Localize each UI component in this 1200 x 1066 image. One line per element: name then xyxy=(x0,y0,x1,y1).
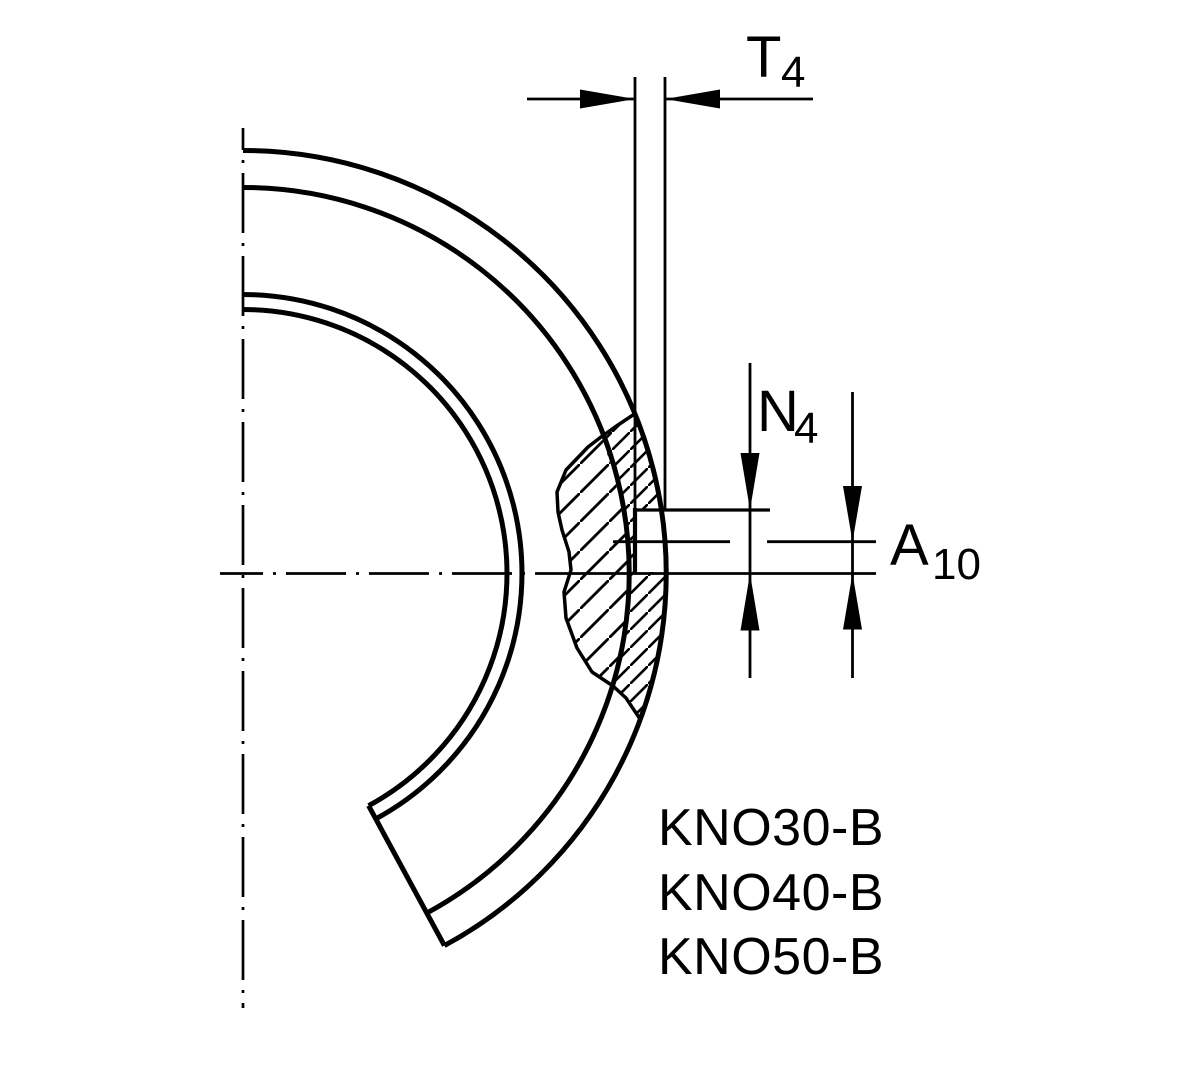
t4-arrow-right xyxy=(580,89,635,109)
bore-inner-arc xyxy=(242,307,510,808)
dimension-a10: A 10 xyxy=(843,392,981,678)
a10-arrow-down xyxy=(843,486,862,542)
groove-edges xyxy=(613,508,876,574)
product-code-3: KNO50-B xyxy=(658,928,884,986)
ball-section-hatch xyxy=(557,437,629,686)
break-line xyxy=(555,411,642,720)
outer-inner-arc xyxy=(242,185,632,916)
n4-subscript: 4 xyxy=(794,404,818,453)
centerlines xyxy=(220,128,876,1008)
t4-subscript: 4 xyxy=(781,48,805,97)
t4-label: T xyxy=(746,25,781,90)
a10-subscript: 10 xyxy=(932,540,981,589)
a10-label: A xyxy=(890,513,929,578)
n4-arrow-down xyxy=(740,453,760,510)
product-code-2: KNO40-B xyxy=(658,864,884,922)
outer-sphere-arc xyxy=(242,148,669,948)
dimension-n4: N 4 xyxy=(740,363,818,678)
product-code-1: KNO30-B xyxy=(658,799,884,857)
bore-outer-arc xyxy=(242,292,525,822)
radial-cut-edge xyxy=(366,804,447,947)
section-hatching xyxy=(557,413,668,719)
product-code-list: KNO30-B KNO40-B KNO50-B xyxy=(658,799,884,986)
a10-arrow-up xyxy=(843,573,862,630)
n4-label: N xyxy=(757,379,799,444)
t4-arrow-left xyxy=(665,89,720,109)
n4-arrow-up xyxy=(740,573,760,631)
dimension-t4: T 4 xyxy=(527,25,813,510)
part-outline xyxy=(242,148,669,948)
